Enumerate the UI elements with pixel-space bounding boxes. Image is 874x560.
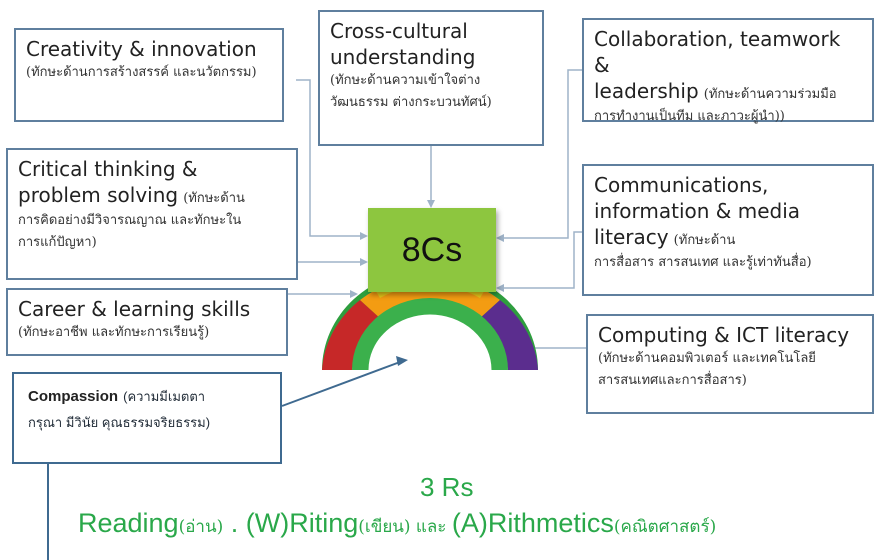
- communications-th-inline: (ทักษะด้าน: [673, 233, 736, 248]
- computing-box: Computing & ICT literacy (ทักษะด้านคอมพิ…: [586, 314, 874, 414]
- critical-th-2: การคิดอย่างมีวิจารณญาณ และทักษะใน: [18, 213, 242, 228]
- critical-th-3: การแก้ปัญหา): [18, 235, 97, 250]
- cross-cultural-en-1: Cross-cultural: [330, 19, 468, 43]
- computing-en: Computing & ICT literacy: [598, 323, 850, 347]
- writing-label: (W)Riting: [245, 508, 359, 538]
- compassion-en: Compassion: [28, 388, 119, 405]
- cross-cultural-th-1: (ทักษะด้านความเข้าใจต่าง: [330, 73, 481, 88]
- communications-en-1: Communications,: [594, 173, 769, 197]
- cross-cultural-th-2: วัฒนธรรม ต่างกระบวนทัศน์): [330, 95, 492, 110]
- cross-cultural-en-2: understanding: [330, 45, 476, 69]
- critical-thinking-box: Critical thinking & problem solving (ทัก…: [6, 148, 298, 280]
- communications-en-3: literacy: [594, 225, 669, 249]
- three-rs-title: 3 Rs: [420, 472, 474, 502]
- collaboration-th-inline: (ทักษะด้านความร่วมมือ: [703, 87, 837, 102]
- critical-th-inline: (ทักษะด้าน: [183, 191, 245, 206]
- arithmetic-th: (คณิตศาสตร์): [613, 517, 717, 537]
- compassion-box: Compassion (ความมีเมตตา กรุณา มีวินัย คุ…: [12, 372, 282, 464]
- career-en: Career & learning skills: [18, 297, 251, 321]
- communications-box: Communications, information & media lite…: [582, 164, 874, 296]
- and-th: และ: [410, 517, 452, 537]
- critical-en-1: Critical thinking &: [18, 157, 198, 181]
- compassion-th-2: กรุณา มีวินัย คุณธรรมจริยธรรม): [28, 415, 211, 430]
- writing-th: (เขียน): [358, 517, 411, 537]
- compassion-th-inline: (ความมีเมตตา: [123, 389, 206, 404]
- career-box: Career & learning skills (ทักษะอาชีพ และ…: [6, 288, 288, 356]
- sep: .: [223, 508, 246, 538]
- critical-en-2: problem solving: [18, 183, 179, 207]
- reading-th: (อ่าน): [178, 517, 224, 537]
- creativity-th: (ทักษะด้านการสร้างสรรค์ และนวัตกรรม): [26, 65, 257, 80]
- collaboration-box: Collaboration, teamwork & leadership (ทั…: [582, 18, 874, 124]
- communications-th-2: การสื่อสาร สารสนเทศ และรู้เท่าทันสื่อ): [594, 255, 812, 270]
- creativity-box: Creativity & innovation (ทักษะด้านการสร้…: [14, 28, 284, 122]
- collaboration-en-1: Collaboration, teamwork &: [594, 27, 841, 77]
- creativity-en: Creativity & innovation: [26, 37, 257, 61]
- arithmetic-label: (A)Rithmetics: [451, 508, 614, 538]
- center-8cs-box: 8Cs: [368, 208, 496, 292]
- computing-th-2: สารสนเทศและการสื่อสาร): [598, 373, 747, 388]
- career-th: (ทักษะอาชีพ และทักษะการเรียนรู้): [18, 325, 210, 340]
- reading-label: Reading: [78, 508, 179, 538]
- collaboration-th-2: การทำงานเป็นทีม และภาวะผู้นำ)): [594, 109, 785, 124]
- collaboration-en-2: leadership: [594, 79, 699, 103]
- center-8cs-label: 8Cs: [401, 230, 463, 269]
- cross-cultural-box: Cross-cultural understanding (ทักษะด้านค…: [318, 10, 544, 146]
- three-rs-line: Reading(อ่าน) . (W)Riting(เขียน) และ (A)…: [78, 508, 868, 540]
- computing-th-1: (ทักษะด้านคอมพิวเตอร์ และเทคโนโลยี: [598, 351, 816, 366]
- communications-en-2: information & media: [594, 199, 801, 223]
